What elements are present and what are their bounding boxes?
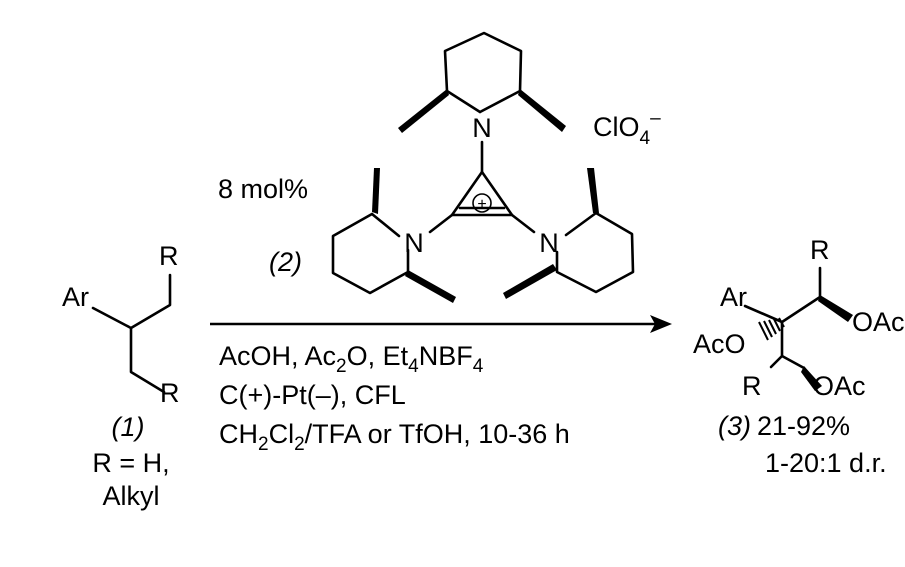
substrate-skeleton — [91, 273, 172, 330]
methyl-wedge — [398, 89, 449, 133]
positive-charge-circle — [472, 193, 492, 213]
product-oac-top: OAc — [852, 307, 905, 337]
nitrogen-label: N — [539, 228, 559, 258]
methyl-wedge — [405, 270, 456, 303]
counterion-base: ClO — [593, 112, 640, 142]
right-piperidine-ring — [555, 211, 635, 294]
catalyst-structure: + N N N — [331, 31, 635, 303]
catalyst-loading: 8 mol% — [218, 174, 308, 204]
product-dr: 1-20:1 d.r. — [765, 448, 887, 478]
conditions-line3: CH2Cl2/TFA or TfOH, 10-36 h — [219, 419, 570, 455]
catalyst-number: (2) — [269, 247, 302, 277]
counterion-subscript: 4 — [640, 128, 651, 149]
product-number-yield: (3)21-92% — [718, 411, 850, 441]
n-c-bond — [510, 213, 536, 234]
arrow-head — [650, 315, 672, 333]
conditions-line2: C(+)-Pt(–), CFL — [219, 380, 406, 410]
product-r-bottom: R — [742, 371, 762, 401]
substrate-number: (1) — [112, 412, 145, 442]
product-ar: Ar — [720, 282, 747, 312]
nitrogen-label: N — [404, 228, 424, 258]
oac-wedge — [818, 295, 853, 322]
methyl-wedge — [518, 89, 566, 132]
substrate-r-bottom: R — [160, 378, 180, 408]
cyclopropenium-ring — [450, 170, 514, 217]
product-r-top: R — [810, 235, 830, 265]
top-piperidine-ring — [443, 31, 523, 114]
product-structure — [743, 266, 853, 391]
substrate-r-top: R — [159, 241, 179, 271]
counterion-label: ClO4– — [593, 108, 661, 149]
substrate-structure — [91, 273, 172, 394]
substrate-ar: Ar — [62, 282, 89, 312]
n-c-bond — [428, 213, 454, 234]
methyl-wedge — [372, 168, 380, 214]
methyl-wedge — [587, 168, 599, 213]
substrate-skeleton — [129, 326, 166, 394]
positive-charge: + — [477, 196, 486, 213]
reaction-arrow — [210, 315, 672, 333]
r-definition-line1: R = H, — [92, 448, 169, 478]
counterion-superscript: – — [650, 108, 661, 129]
product-skeleton — [743, 266, 822, 324]
conditions-line1: AcOH, Ac2O, Et4NBF4 — [219, 341, 484, 377]
product-skeleton — [780, 354, 806, 370]
hashed-bond — [758, 317, 785, 341]
product-oac-bottom: OAc — [813, 371, 866, 401]
product-aco: AcO — [693, 329, 746, 359]
left-piperidine-ring — [331, 212, 410, 295]
r-definition-line2: Alkyl — [102, 481, 159, 511]
nitrogen-label: N — [472, 113, 492, 143]
methyl-wedge — [503, 264, 557, 299]
oac-wedge — [801, 366, 822, 391]
